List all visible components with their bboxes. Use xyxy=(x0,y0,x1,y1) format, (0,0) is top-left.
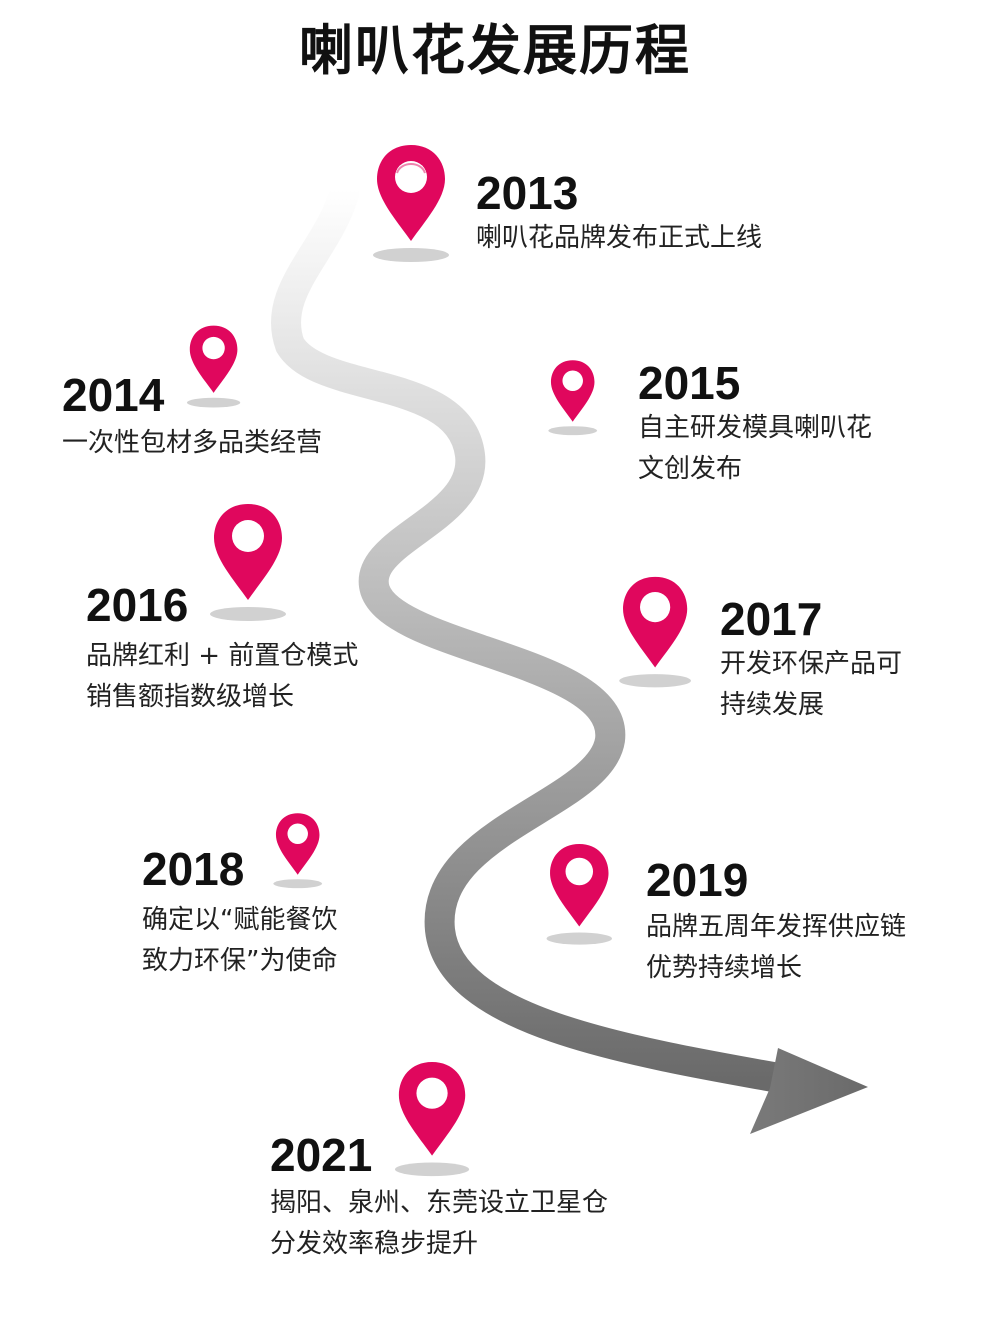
map-pin-icon xyxy=(619,576,691,688)
milestone-desc-line: 文创发布 xyxy=(638,454,743,484)
milestone-desc-line: 确定以“赋能餐饮 xyxy=(142,905,338,935)
milestone-desc: 喇叭花品牌发布正式上线 xyxy=(476,218,762,259)
milestone-year: 2021 xyxy=(270,1129,373,1181)
map-pin-icon xyxy=(187,325,241,408)
milestone-desc-line: 分发效率稳步提升 xyxy=(270,1229,479,1259)
map-pin-icon xyxy=(394,1061,470,1177)
milestone-desc: 确定以“赋能餐饮 致力环保”为使命 xyxy=(142,900,337,982)
milestone-desc-line: 喇叭花品牌发布正式上线 xyxy=(476,223,763,253)
milestone-year: 2015 xyxy=(638,357,741,409)
milestone-desc-line: 品牌五周年发挥供应链 xyxy=(646,912,907,942)
milestone-desc-line: 品牌红利 + 前置仓模式 xyxy=(86,641,359,671)
milestone-desc-line: 自主研发模具喇叭花 xyxy=(638,413,873,443)
arrow-right-icon xyxy=(750,1048,868,1134)
milestone-desc-line: 揭阳、泉州、东莞设立卫星仓 xyxy=(270,1188,609,1218)
milestone-year: 2018 xyxy=(142,843,245,895)
milestone-year: 2016 xyxy=(86,579,189,631)
map-pin-icon xyxy=(273,813,323,889)
milestone-desc: 品牌红利 + 前置仓模式 销售额指数级增长 xyxy=(86,636,358,718)
milestone-desc-line: 销售额指数级增长 xyxy=(86,682,295,712)
milestone-desc: 揭阳、泉州、东莞设立卫星仓 分发效率稳步提升 xyxy=(270,1183,608,1265)
milestone-desc: 自主研发模具喇叭花 文创发布 xyxy=(638,408,872,490)
milestone-desc-line: 持续发展 xyxy=(720,690,825,720)
milestone-desc: 一次性包材多品类经营 xyxy=(62,423,322,464)
milestone-year: 2017 xyxy=(720,593,823,645)
milestone-year: 2013 xyxy=(476,167,579,219)
map-pin-icon xyxy=(546,843,612,945)
map-pin-icon xyxy=(548,360,598,436)
milestone-year: 2019 xyxy=(646,854,749,906)
milestone-desc: 开发环保产品可 持续发展 xyxy=(720,644,902,726)
milestone-desc: 品牌五周年发挥供应链 优势持续增长 xyxy=(646,907,906,989)
map-pin-icon xyxy=(210,504,286,621)
page-title: 喇叭花发展历程 xyxy=(299,19,691,82)
milestone-desc-line: 一次性包材多品类经营 xyxy=(62,428,323,458)
milestone-desc-line: 致力环保”为使命 xyxy=(142,946,338,976)
milestone-desc-line: 开发环保产品可 xyxy=(720,649,903,679)
road-path xyxy=(271,175,805,1095)
milestone-desc-line: 优势持续增长 xyxy=(646,953,803,983)
milestone-year: 2014 xyxy=(62,369,165,421)
map-pin-icon xyxy=(373,145,449,262)
